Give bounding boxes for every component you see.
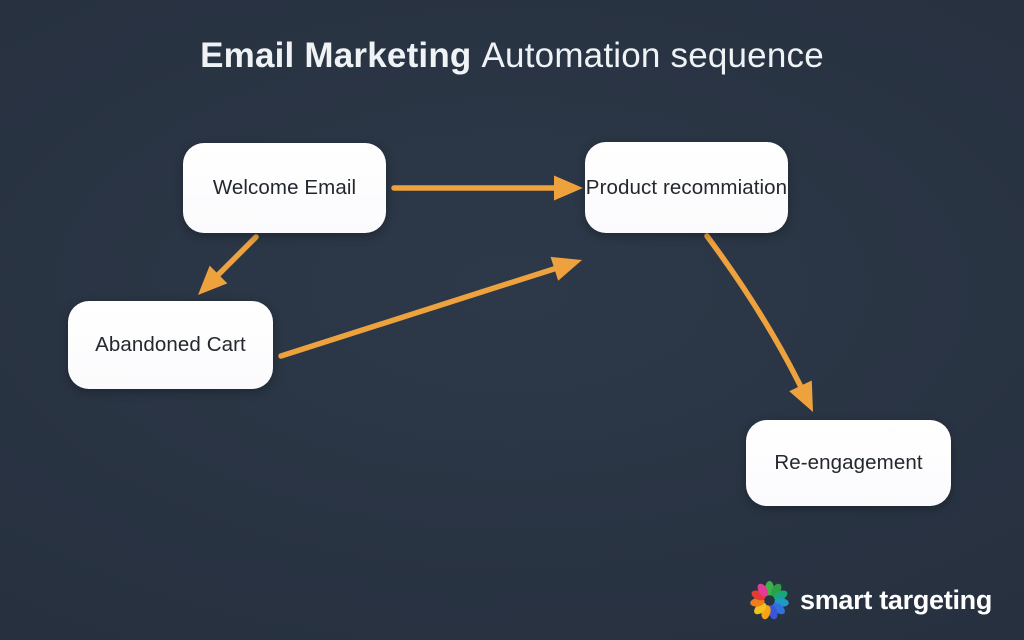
arrowhead-icon [789,380,813,412]
node-label: Welcome Email [212,176,357,199]
petal-spinner-icon [750,581,789,620]
node-label: Product recommiation [585,175,788,199]
arrow-product-recommendation-to-re-engagement [704,233,809,401]
arrowhead-icon [550,256,582,281]
node-welcome-email: Welcome Email [183,143,386,233]
brand-text: smart targeting [800,585,993,615]
logo-petal [757,583,769,597]
arrowhead-icon [554,175,583,201]
node-label: Re-engagement [774,451,923,474]
node-re-engagement: Re-engagement [746,420,951,506]
brand-logo: smart targeting [748,577,992,624]
page-title-bold: Email Marketing [200,36,472,75]
logo-petal [773,590,788,601]
node-abandoned-cart: Abandoned Cart [68,301,273,389]
node-label: Abandoned Cart [95,333,246,356]
arrowhead-icon [198,265,228,295]
arrow-abandoned-cart-to-product-recommendation [278,262,570,359]
logo-petal [768,605,778,620]
page-title-regular: Automation sequence [481,36,824,75]
node-product-recommendation: Product recommiation [585,142,788,233]
